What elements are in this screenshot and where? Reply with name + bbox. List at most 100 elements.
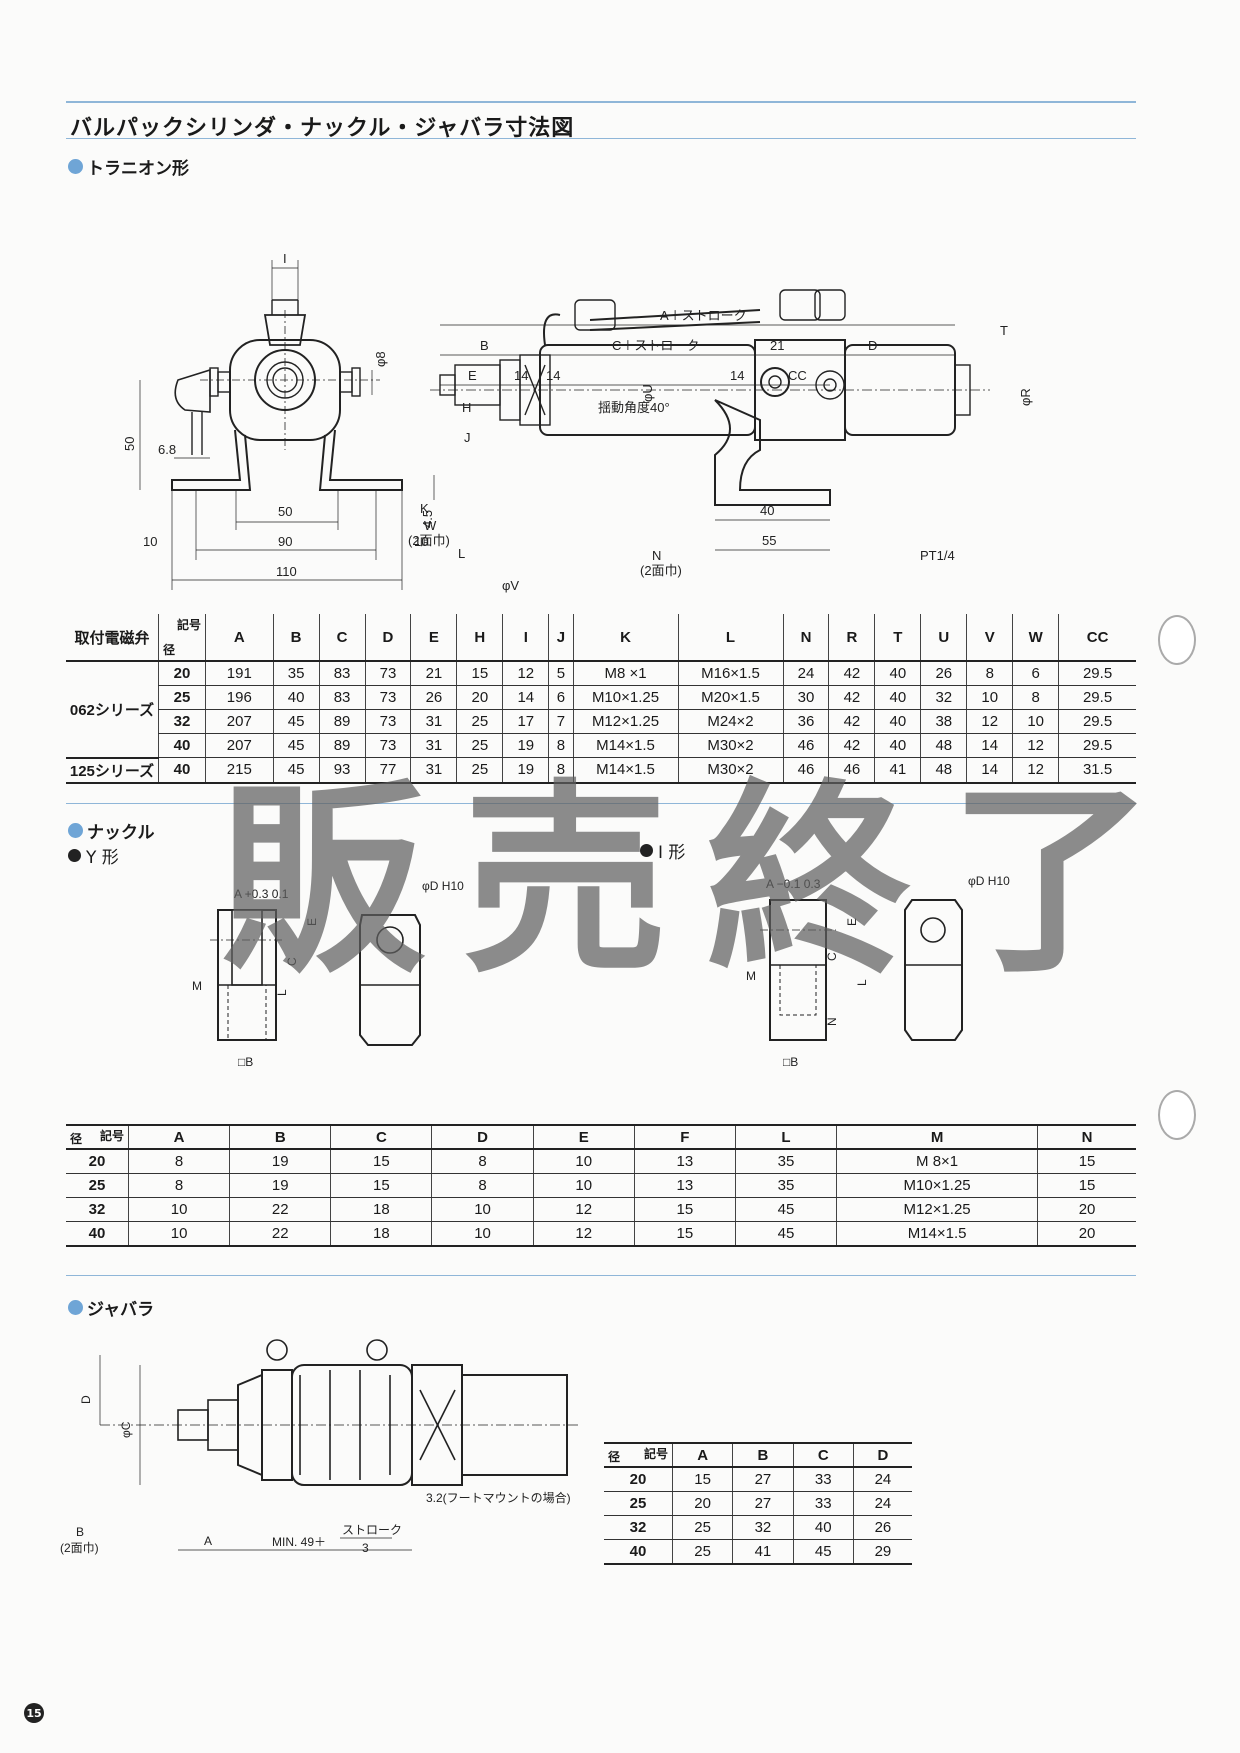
table-cell: 24 [782,661,829,686]
col-header: D [364,614,411,662]
table-cell: 41 [874,757,921,784]
dim-a-y: A +0.3 0.1 [234,887,289,901]
col-header: B [272,614,320,662]
bore-size: 40 [158,757,206,784]
bore-size: 20 [158,661,206,686]
col-header: M [836,1124,1038,1150]
col-header: I [502,614,549,662]
table-cell: 21 [410,661,457,686]
dim-b-i: □B [783,1055,798,1069]
dim-e-y: E [305,918,319,926]
dim-swing-angle: 揺動角度40° [598,400,670,415]
dim-b-bellows: B [76,1525,84,1539]
table-cell: M30×2 [677,733,784,758]
table-cell: 25 [456,733,503,758]
table-cell: 27 [732,1467,794,1492]
dim-21: 21 [770,338,784,353]
knuckle-y-label-text: Y 形 [86,848,119,868]
bellows-drawing: D φC B (2面巾) A MIN. 49＋ ストローク 3 3.2(フートマ… [60,1339,580,1555]
bore-size: 32 [604,1515,673,1540]
dim-c-i: C [825,952,839,961]
table-cell: 40 [272,685,320,710]
table-cell: 191 [205,661,274,686]
table-cell: 19 [229,1173,331,1198]
table-cell: 15 [633,1221,736,1247]
bore-size: 40 [158,733,206,758]
table-cell: 33 [792,1467,854,1492]
table-cell: 25 [671,1515,733,1540]
col-header: C [792,1442,854,1468]
dim-pt: PT1/4 [920,548,955,563]
table-cell: M20×1.5 [677,685,784,710]
dim-14-b: 14 [546,368,560,383]
dim-m-y: M [192,979,202,993]
col-header: A [205,614,274,662]
table-cell: 19 [502,733,549,758]
table-cell: 12 [532,1197,635,1222]
table-cell: 24 [852,1467,912,1492]
dim-i: I [283,251,287,266]
table-cell: 22 [229,1221,331,1247]
dim-n-note: (2面巾) [640,563,682,578]
table-cell: 27 [732,1491,794,1516]
dim-40: 40 [760,503,774,518]
dim-w: W [424,518,437,533]
col-header: CC [1058,614,1136,662]
bullet-icon [68,849,81,862]
table-cell: 19 [502,757,549,784]
table-cell: 12 [1012,757,1059,784]
table-cell: 35 [734,1173,837,1198]
table-cell: 12 [966,709,1013,734]
table-cell: 42 [828,661,875,686]
table-cell: 35 [272,661,320,686]
bellows-heading: ジャバラ [68,1295,154,1320]
trunnion-side-view: A＋ストローク B C＋ストローク 21 D E 14 14 14 CC H J… [408,289,1033,593]
col-header: T [874,614,921,662]
corner-dia: 径 [608,1450,621,1464]
dim-c-stroke: C＋ストローク [612,338,699,353]
dim-a-i: A −0.1 0.3 [766,877,821,891]
dim-j: J [464,430,471,445]
table-cell: 215 [205,757,274,784]
table-cell: 40 [792,1515,854,1540]
table-cell: 26 [410,685,457,710]
table-cell: 31 [410,709,457,734]
dim-w-note: (2面巾) [408,533,450,548]
table-cell: 15 [633,1197,736,1222]
col-header: U [920,614,967,662]
col-header: E [410,614,457,662]
col-header: B [732,1442,794,1468]
dim-6-8: 6.8 [158,442,176,457]
i-knuckle-front [769,899,827,1041]
table-cell: 29.5 [1058,661,1136,686]
trunnion-drawing: I φ8 50 6.8 50 4.5 10 90 10 110 [122,251,1033,593]
dim-n-i: N [825,1017,839,1026]
dim-m-i: M [746,969,756,983]
table-cell: M12×1.25 [572,709,679,734]
table-cell: 6 [1012,661,1059,686]
table-cell: 8 [1012,685,1059,710]
table-cell: 41 [732,1539,794,1565]
table-cell: 38 [920,709,967,734]
table-cell: 7 [548,709,574,734]
table-cell: 36 [782,709,829,734]
dim-10-left: 10 [143,534,157,549]
table-cell: 48 [920,733,967,758]
corner-cell: 記号径 [158,614,206,662]
dim-footmount-note: 3.2(フートマウントの場合) [426,1490,571,1505]
table-cell: 42 [828,709,875,734]
table-cell: 93 [318,757,365,784]
bore-size: 25 [158,685,206,710]
dim-l: L [458,546,465,561]
trunnion-heading-text: トラニオン形 [87,159,189,179]
table-cell: 5 [548,661,574,686]
bore-size: 25 [604,1491,673,1516]
table-cell: 14 [502,685,549,710]
dim-stroke: ストローク [342,1523,402,1537]
table-cell: 45 [272,709,320,734]
trunnion-end-view: I φ8 50 6.8 50 4.5 10 90 10 110 [122,251,435,590]
col-header: H [456,614,503,662]
